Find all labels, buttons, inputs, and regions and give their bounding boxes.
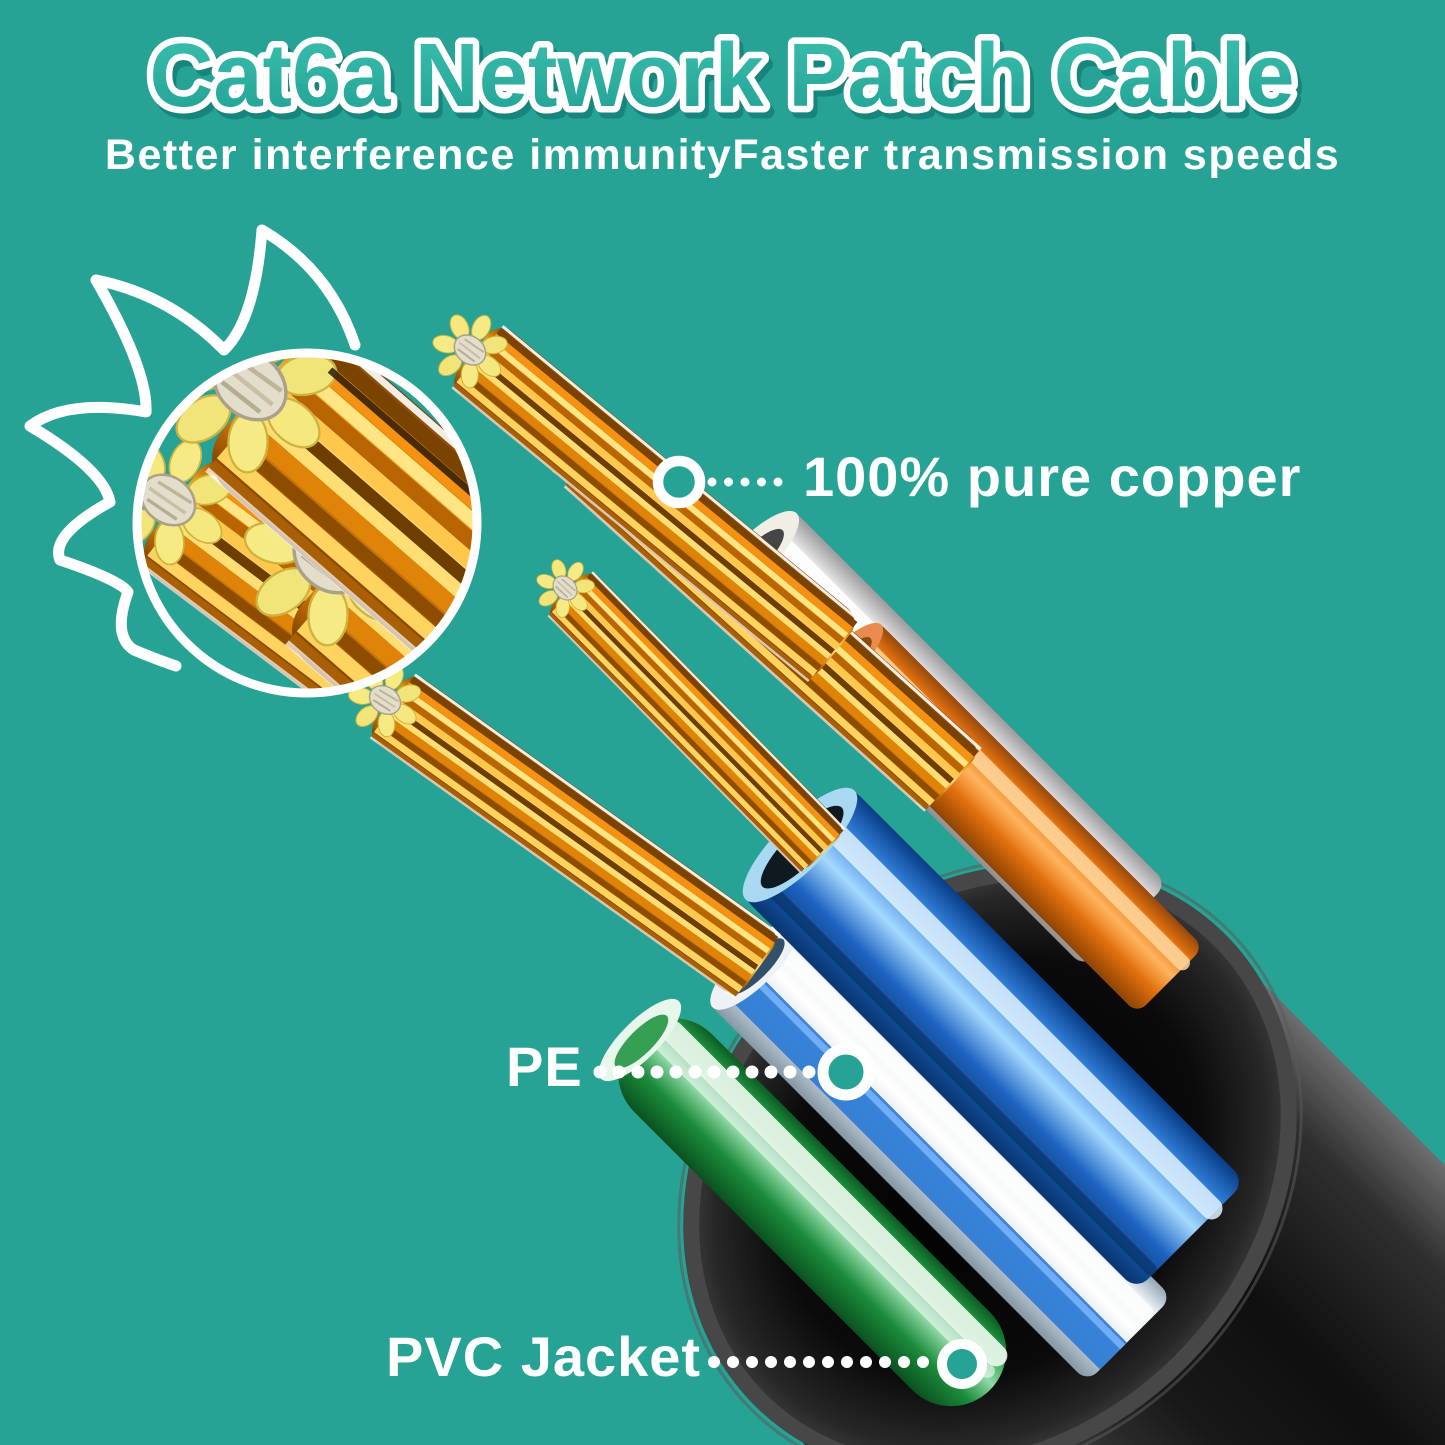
pvc-callout-label: PVC Jacket bbox=[386, 1325, 702, 1388]
callout-pvc-leader bbox=[708, 1339, 987, 1389]
magnifier-lens bbox=[132, 348, 482, 698]
callout-pe-leader bbox=[593, 1043, 875, 1101]
starburst-icon bbox=[24, 224, 361, 672]
page-title: Cat6a Network Patch Cable bbox=[150, 26, 1295, 126]
pvc-ring-icon bbox=[937, 1339, 987, 1389]
callout-copper-leader bbox=[652, 455, 797, 509]
pe-ring-icon bbox=[817, 1043, 875, 1101]
magnifier-border bbox=[132, 348, 482, 698]
subtitle: Better interference immunityFaster trans… bbox=[104, 131, 1341, 179]
pe-callout-label: PE bbox=[506, 1035, 583, 1098]
wire-green bbox=[598, 998, 1008, 1407]
copper-ring-icon bbox=[652, 455, 706, 509]
title-banner: Cat6a Network Patch Cable bbox=[143, 20, 1301, 133]
copper-callout-label: 100% pure copper bbox=[803, 445, 1302, 508]
